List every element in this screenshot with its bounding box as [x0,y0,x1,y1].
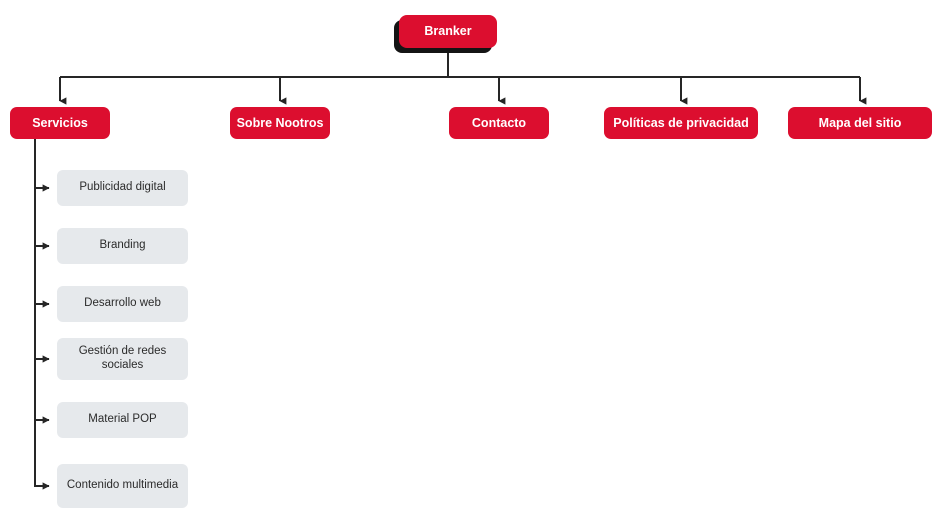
node-politicas-de-privacidad-label: Políticas de privacidad [613,115,749,130]
node-desarrollo-web[interactable]: Desarrollo web [57,286,188,322]
node-servicios[interactable]: Servicios [10,107,110,139]
node-politicas-de-privacidad[interactable]: Políticas de privacidad [604,107,758,139]
node-branding-label: Branding [99,239,146,252]
node-publicidad-digital[interactable]: Publicidad digital [57,170,188,206]
node-contacto[interactable]: Contacto [449,107,549,139]
node-material-pop[interactable]: Material POP [57,402,188,438]
node-servicios-label: Servicios [32,115,88,130]
node-root-branker[interactable]: Branker [399,15,497,48]
node-root-label: Branker [424,24,472,39]
node-branding[interactable]: Branding [57,228,188,264]
node-mapa-del-sitio-label: Mapa del sitio [818,115,902,130]
node-contacto-label: Contacto [471,115,527,130]
node-contenido-multimedia[interactable]: Contenido multimedia [57,464,188,508]
node-sobre-nootros[interactable]: Sobre Nootros [230,107,330,139]
node-mapa-del-sitio[interactable]: Mapa del sitio [788,107,932,139]
node-sobre-nootros-label: Sobre Nootros [236,115,324,130]
node-publicidad-digital-label: Publicidad digital [79,181,166,194]
node-material-pop-label: Material POP [88,413,157,426]
node-contenido-multimedia-label: Contenido multimedia [66,479,179,492]
node-gestion-de-redes-sociales[interactable]: Gestión de redes sociales [57,338,188,380]
node-desarrollo-web-label: Desarrollo web [84,297,161,310]
node-gestion-de-redes-sociales-label: Gestión de redes sociales [78,345,167,371]
